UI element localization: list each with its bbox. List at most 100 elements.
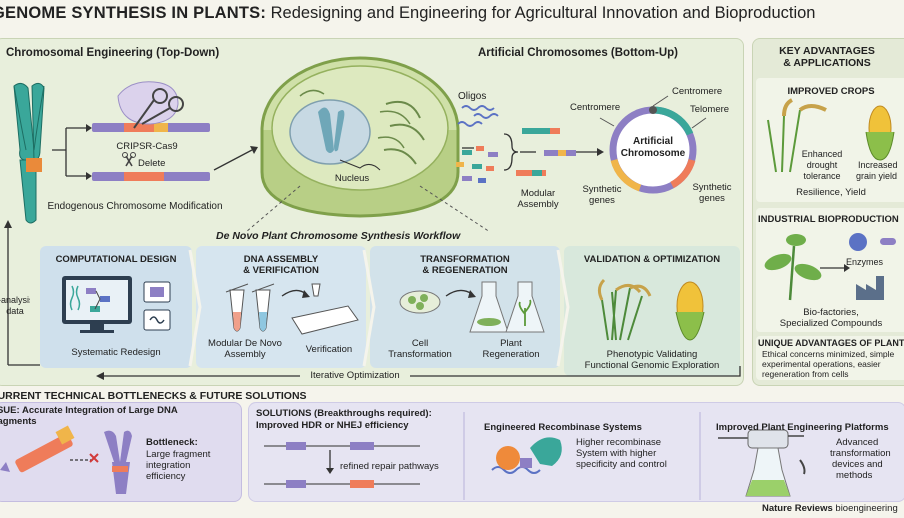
step-transform-header-1: TRANSFORMATION — [420, 254, 510, 265]
step-transform-caption-2: Plant — [500, 338, 522, 349]
synth-left-1: Synthetic — [582, 184, 622, 195]
nucleus-label: Nucleus — [334, 173, 370, 184]
centromere-left-label: Centromere — [570, 102, 621, 113]
x-icon — [89, 453, 99, 463]
bottleneck-desc-3: efficiency — [146, 471, 186, 482]
unique-line-2: experimental operations, easier — [762, 359, 881, 369]
unique-line-1: Ethical concerns minimized, simple — [762, 349, 895, 359]
artificial-header: Artificial Chromosomes (Bottom-Up) — [478, 47, 678, 59]
post-analysis-label-1: Post-analysis — [0, 295, 30, 305]
step-transform-caption-2b: Regeneration — [482, 349, 540, 360]
recombinase-icon — [491, 437, 562, 474]
issue-title-1: ISSUE: Accurate Integration of Large DNA — [0, 405, 178, 416]
unique-line-3: regeneration from cells — [762, 369, 849, 379]
title-rest: Redesigning and Engineering for Agricult… — [266, 4, 816, 22]
industrial-header: INDUSTRIAL BIOPRODUCTION — [758, 214, 899, 225]
step-assembly-header-1: DNA ASSEMBLY — [243, 254, 319, 265]
step-assembly-caption-2: Verification — [305, 344, 353, 355]
unique-card — [756, 336, 904, 380]
bottom-header: CURRENT TECHNICAL BOTTLENECKS & FUTURE S… — [0, 390, 307, 402]
bottleneck-desc-2: integration — [146, 460, 191, 471]
page-title: GENOME SYNTHESIS IN PLANTS: Redesigning … — [0, 4, 896, 23]
crops-grain-2: grain yield — [856, 171, 898, 181]
sidebar-header-1: KEY ADVANTAGES — [779, 45, 875, 57]
step-transform-header-2: & REGENERATION — [422, 265, 508, 276]
enzyme-icon — [849, 233, 867, 251]
modification-label: Endogenous Chromosome Modification — [47, 201, 223, 212]
platforms-title: Improved Plant Engineering Platforms — [716, 422, 889, 433]
workflow-title: De Novo Plant Chromosome Synthesis Workf… — [216, 230, 461, 242]
step-design-header: COMPUTATIONAL DESIGN — [55, 254, 177, 265]
synth-left-2: genes — [589, 195, 615, 206]
chromosome-icon — [13, 82, 45, 224]
rice-plant-icon — [597, 278, 652, 341]
synth-right-2: genes — [699, 193, 725, 204]
industrial-caption-2: Specialized Compounds — [779, 318, 883, 329]
repair-label: refined repair pathways — [340, 461, 439, 472]
journal-credit: Nature Reviews bioengineering — [762, 503, 898, 514]
recombinase-title: Engineered Recombinase Systems — [484, 422, 642, 433]
wheat-icon — [767, 98, 827, 173]
step-design-caption: Systematic Redesign — [71, 347, 161, 358]
small-scissors-icon — [125, 155, 133, 167]
capsule-icon — [880, 238, 896, 245]
crops-caption: Resilience, Yield — [796, 187, 866, 198]
platforms-desc-1: Advanced — [836, 437, 879, 448]
solutions-title-1: SOLUTIONS (Breakthroughs required): — [256, 408, 432, 419]
step-validation-caption-2: Functional Genomic Exploration — [584, 360, 720, 371]
step-assembly-caption-1b: Assembly — [224, 349, 266, 360]
chromosome-target-icon — [104, 430, 132, 494]
enzymes-label: Enzymes — [846, 257, 884, 267]
platforms-desc-2: transformation — [830, 448, 891, 459]
step-validation-bg — [564, 246, 740, 376]
issue-title-2: Fragments — [0, 416, 37, 427]
modular-label-1: Modular — [520, 188, 556, 199]
bottleneck-label: Bottleneck: — [146, 437, 198, 448]
step-transform-caption-1b: Transformation — [388, 349, 452, 360]
step-validation-caption-1: Phenotypic Validating — [606, 349, 698, 360]
dna-bar-edit — [92, 123, 210, 132]
modular-label-2: Assembly — [517, 199, 559, 210]
synth-right-1: Synthetic — [692, 182, 732, 193]
corn-crop-icon — [865, 105, 895, 161]
ring-label-2: Chromosome — [620, 148, 686, 159]
centromere-top-label: Centromere — [672, 86, 723, 97]
telomere-label: Telomere — [690, 104, 730, 115]
crops-drought-3: tolerance — [803, 171, 841, 181]
step-transform-caption-1: Cell — [411, 338, 429, 349]
transformation-device-icon — [718, 429, 806, 497]
crops-drought-2: drought — [806, 160, 838, 170]
title-bold: GENOME SYNTHESIS IN PLANTS: — [0, 4, 267, 22]
crops-header: IMPROVED CROPS — [787, 86, 875, 97]
plant-icon — [764, 234, 822, 301]
journal-name: Nature Reviews — [762, 503, 833, 514]
industrial-card — [756, 208, 904, 332]
chromosomal-header: Chromosomal Engineering (Top-Down) — [6, 47, 220, 59]
bottleneck-desc-1: Large fragment — [146, 449, 211, 460]
ring-label-1: Artificial — [632, 136, 673, 147]
platforms-desc-4: methods — [836, 470, 873, 481]
platforms-desc-3: devices and — [832, 459, 883, 470]
step-validation-header: VALIDATION & OPTIMIZATION — [583, 254, 721, 265]
iterative-label: Iterative Optimization — [300, 370, 410, 381]
crops-grain-1: Increased — [858, 160, 898, 170]
unique-header: UNIQUE ADVANTAGES OF PLANTS — [758, 338, 904, 348]
industrial-caption-1: Bio-factories, — [803, 307, 859, 318]
dna-bar-deleted — [92, 172, 210, 181]
step-assembly-bg — [196, 246, 366, 368]
step-assembly-caption-1: Modular De Novo — [208, 338, 282, 349]
dna-fragment-icon — [0, 425, 75, 473]
delete-label: Delete — [138, 158, 166, 169]
step-assembly-header-2: & VERIFICATION — [243, 265, 319, 276]
flask-icon — [469, 281, 545, 333]
solutions-title-2: Improved HDR or NHEJ efficiency — [256, 420, 409, 431]
sidebar-header-2: & APPLICATIONS — [783, 57, 871, 69]
corn-icon — [675, 281, 705, 341]
computer-icon — [62, 276, 132, 333]
